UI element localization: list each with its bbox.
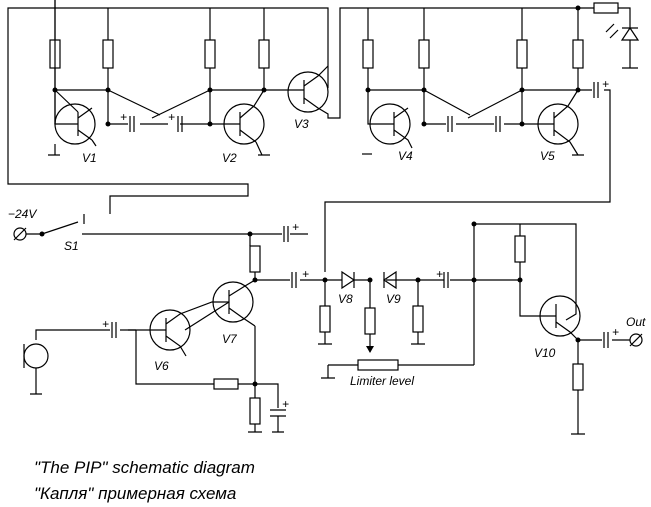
caption-english: "The PIP" schematic diagram	[34, 458, 255, 477]
transistor-v1	[48, 0, 97, 156]
resistor-r14	[412, 305, 424, 333]
transistor-v3: V3	[264, 7, 586, 131]
capacitor-c9	[111, 322, 117, 338]
resistor-r10	[213, 378, 239, 390]
label-s1: S1	[64, 239, 79, 253]
resistor-r5	[362, 39, 374, 69]
resistor-r15	[514, 235, 526, 263]
resistor-r3	[204, 39, 216, 69]
resistor-r6	[418, 39, 430, 69]
potentiometer-limiter	[357, 359, 399, 371]
resistor-r7	[516, 39, 528, 69]
resistor-r4	[258, 39, 270, 69]
microphone	[23, 343, 49, 369]
label-v4: V4	[398, 149, 413, 163]
capacitor-c7	[291, 272, 297, 288]
transistor-v10	[539, 295, 581, 341]
caption-russian: "Капля" примерная схема	[34, 484, 236, 503]
label-v10: V10	[534, 346, 556, 360]
polarity-mark: +	[292, 220, 299, 234]
label-v1: V1	[82, 151, 97, 165]
capacitor-c11	[603, 332, 609, 348]
capacitor-c10	[443, 272, 449, 288]
output-stage: + + Out V10	[436, 221, 646, 435]
label-v2: V2	[222, 151, 237, 165]
capacitor-c5	[593, 82, 599, 98]
polarity-mark: +	[168, 110, 175, 124]
label-v5: V5	[540, 149, 555, 163]
resistor-r9	[249, 245, 261, 273]
transistor-v2	[210, 89, 270, 156]
label-limiter-level: Limiter level	[350, 374, 414, 388]
capacitor-c4	[495, 116, 501, 132]
audio-amplifier: + + + + V7 V6	[23, 220, 325, 433]
polarity-mark: +	[612, 325, 619, 339]
polarity-mark: +	[102, 317, 109, 331]
label-out: Out	[626, 315, 646, 329]
resistor-r8	[572, 39, 584, 69]
polarity-mark: +	[602, 77, 609, 91]
resistor-r11	[249, 397, 261, 425]
output-terminal	[629, 333, 643, 347]
label-v9: V9	[386, 292, 401, 306]
resistor-r12	[319, 305, 331, 333]
capacitor-c3	[447, 116, 453, 132]
transistor-v6	[128, 301, 229, 357]
capacitor-c8	[270, 409, 286, 433]
label-v8: V8	[338, 292, 353, 306]
capacitor-c6	[283, 226, 289, 242]
resistor-r16	[572, 363, 584, 391]
polarity-mark: +	[282, 397, 289, 411]
capacitor-c2	[177, 116, 183, 132]
polarity-mark: +	[436, 267, 443, 281]
limiter: V8 V9 Limiter level	[318, 270, 474, 388]
polarity-mark: +	[302, 267, 309, 281]
resistor-r2	[102, 39, 114, 69]
label-v3: V3	[294, 117, 309, 131]
diode-v8	[341, 270, 356, 290]
diode-v9	[382, 270, 397, 290]
transistor-v7	[184, 279, 256, 331]
resistor-r13	[364, 307, 376, 335]
transistor-v4	[362, 90, 413, 155]
label-v6: V6	[154, 359, 169, 373]
label-supply: −24V	[8, 207, 37, 221]
led-indicator	[575, 2, 640, 69]
capacitor-c1	[129, 116, 135, 132]
transistor-v5	[522, 89, 584, 156]
label-v7: V7	[222, 332, 238, 346]
resistor-led	[593, 2, 619, 14]
multivibrator-right: V4 V5	[362, 8, 584, 163]
polarity-mark: +	[120, 110, 127, 124]
supply-switch: −24V S1	[8, 207, 251, 253]
multivibrator-left: + + V1 V2	[45, 0, 329, 165]
